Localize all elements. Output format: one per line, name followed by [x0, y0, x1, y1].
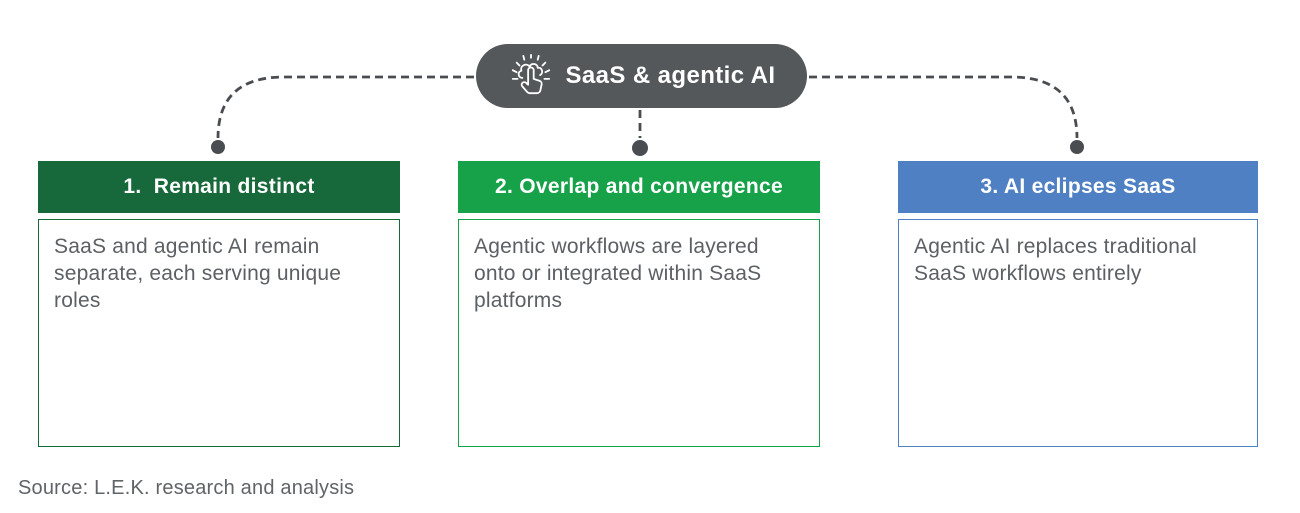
scenario-1-body: SaaS and agentic AI remain separate, eac… — [38, 219, 400, 447]
scenario-2-title: 2. Overlap and convergence — [495, 175, 783, 198]
scenario-1-header: 1. Remain distinct — [38, 161, 400, 213]
scenario-3-body: Agentic AI replaces traditional SaaS wor… — [898, 219, 1258, 447]
scenario-3-description: Agentic AI replaces traditional SaaS wor… — [914, 235, 1197, 285]
connector-left — [216, 75, 474, 139]
scenario-3-header: 3. AI eclipses SaaS — [898, 161, 1258, 213]
scenario-2-description: Agentic workflows are layered onto or in… — [474, 235, 762, 312]
connector-endpoint-middle — [632, 140, 648, 156]
scenario-card-ai-eclipses-saas: 3. AI eclipses SaaS Agentic AI replaces … — [898, 161, 1258, 447]
scenario-card-overlap-convergence: 2. Overlap and convergence Agentic workf… — [458, 161, 820, 447]
hub-pill: SaaS & agentic AI — [476, 44, 807, 108]
connector-endpoint-left — [211, 140, 225, 154]
tap-ai-icon — [511, 54, 550, 95]
scenario-1-title: 1. Remain distinct — [123, 175, 315, 198]
scenario-3-title: 3. AI eclipses SaaS — [980, 175, 1176, 198]
scenario-2-header: 2. Overlap and convergence — [458, 161, 820, 213]
scenario-2-body: Agentic workflows are layered onto or in… — [458, 219, 820, 447]
scenario-card-remain-distinct: 1. Remain distinct SaaS and agentic AI r… — [38, 161, 400, 447]
hub-label: SaaS & agentic AI — [565, 62, 776, 89]
connector-endpoint-right — [1070, 140, 1084, 154]
connector-right — [809, 75, 1079, 139]
source-note: Source: L.E.K. research and analysis — [18, 477, 355, 499]
scenario-1-description: SaaS and agentic AI remain separate, eac… — [54, 235, 342, 312]
